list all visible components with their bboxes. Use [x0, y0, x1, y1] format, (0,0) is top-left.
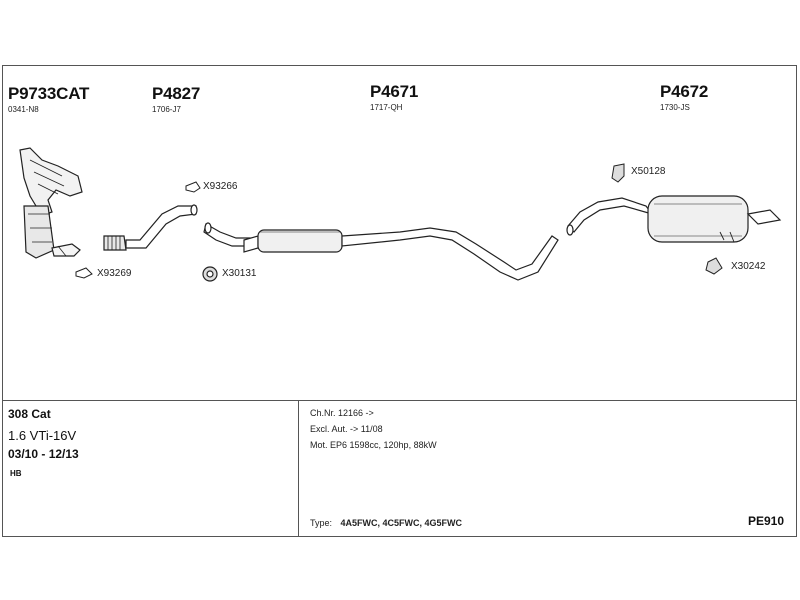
exclusion-note: Excl. Aut. -> 11/08 [310, 424, 383, 434]
type-values: 4A5FWC, 4C5FWC, 4G5FWC [340, 518, 463, 528]
callout-x50128: X50128 [631, 166, 666, 177]
type-line: Type: 4A5FWC, 4C5FWC, 4G5FWC [310, 518, 462, 528]
front-pipe [103, 204, 198, 251]
part-code-rear-silencer: 1730-JS [660, 103, 690, 112]
chassis-note: Ch.Nr. 12166 -> [310, 408, 374, 418]
hanger-icon-x50128 [611, 163, 625, 183]
vehicle-years: 03/10 - 12/13 [8, 447, 79, 461]
part-code-catalyst: 0341-N8 [8, 105, 39, 114]
part-number-catalyst: P9733CAT [8, 84, 90, 103]
callout-x30242: X30242 [731, 261, 766, 272]
rear-silencer [566, 195, 782, 243]
reference-code: PE910 [748, 514, 785, 528]
hanger-icon-x30242 [705, 257, 723, 275]
divider-horizontal [2, 400, 797, 401]
clamp-icon-x93269 [75, 267, 93, 279]
part-number-front-pipe: P4827 [152, 84, 201, 103]
type-label: Type: [310, 518, 333, 528]
part-number-middle-silencer: P4671 [370, 82, 419, 101]
catalyst-manifold [19, 147, 83, 259]
middle-silencer [243, 227, 559, 281]
callout-x30131: X30131 [222, 268, 257, 279]
vehicle-engine: 1.6 VTi-16V [8, 428, 77, 443]
vehicle-body-type: HB [10, 469, 22, 478]
vehicle-model: 308 Cat [8, 407, 51, 421]
part-number-rear-silencer: P4672 [660, 82, 709, 101]
callout-x93269: X93269 [97, 268, 132, 279]
gasket-icon-x30131 [202, 266, 218, 282]
part-code-middle-silencer: 1717-QH [370, 103, 403, 112]
connector-pipe [203, 222, 251, 247]
part-code-front-pipe: 1706-J7 [152, 105, 181, 114]
diagram-frame [2, 65, 797, 537]
motor-note: Mot. EP6 1598cc, 120hp, 88kW [310, 440, 437, 450]
divider-vertical [298, 400, 299, 537]
callout-x93266: X93266 [203, 181, 238, 192]
clamp-icon-x93266 [185, 181, 201, 193]
